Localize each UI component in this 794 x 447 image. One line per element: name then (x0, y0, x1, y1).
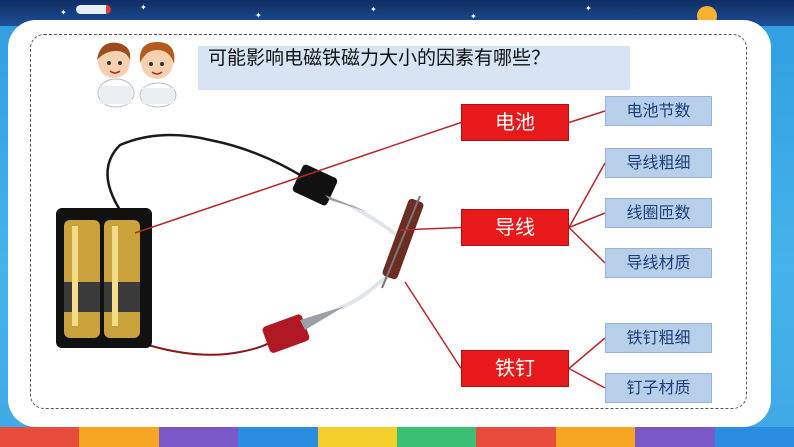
footer-stripe (476, 427, 556, 447)
category-box: 电池 (461, 104, 569, 141)
star-icon: ✦ (60, 8, 67, 17)
star-icon: ✦ (255, 11, 262, 20)
footer-stripe (714, 427, 794, 447)
photo-connector-line (404, 281, 462, 369)
factor-connector-line (568, 226, 606, 264)
factor-box: 线圈匝数 (605, 198, 712, 228)
question-band (198, 46, 630, 90)
footer-stripes (0, 427, 794, 447)
star-icon: ✦ (585, 4, 592, 13)
factor-box: 电池节数 (605, 96, 712, 126)
category-box: 导线 (461, 209, 569, 246)
photo-connector-line (399, 226, 462, 231)
footer-stripe (397, 427, 477, 447)
question-text: 可能影响电磁铁磁力大小的因素有哪些？ (208, 47, 551, 69)
footer-stripe (79, 427, 159, 447)
factor-connector-line (568, 110, 606, 124)
factor-box: 导线材质 (605, 248, 712, 278)
battery-circuit-icon (56, 133, 424, 356)
factor-connector-line (568, 337, 606, 370)
footer-stripe (0, 427, 80, 447)
star-icon: ✦ (470, 12, 477, 21)
factor-box: 铁钉粗细 (605, 323, 712, 353)
factor-connector-line (568, 162, 606, 228)
factor-connector-line (568, 367, 606, 389)
footer-stripe (555, 427, 636, 447)
factor-connector-line (568, 212, 606, 229)
category-box: 铁钉 (461, 350, 569, 387)
nail-coil-icon (381, 195, 424, 289)
dashed-frame (30, 34, 747, 409)
footer-stripe (238, 427, 318, 447)
factor-box: 导线粗细 (605, 148, 712, 178)
footer-stripe (158, 427, 239, 447)
photo-connector-line (134, 121, 462, 234)
rocket-icon (76, 5, 111, 14)
footer-stripe (635, 427, 715, 447)
star-icon: ✦ (140, 3, 147, 12)
star-icon: ✦ (370, 5, 377, 14)
footer-stripe (317, 427, 398, 447)
factor-box: 钉子材质 (605, 373, 712, 403)
